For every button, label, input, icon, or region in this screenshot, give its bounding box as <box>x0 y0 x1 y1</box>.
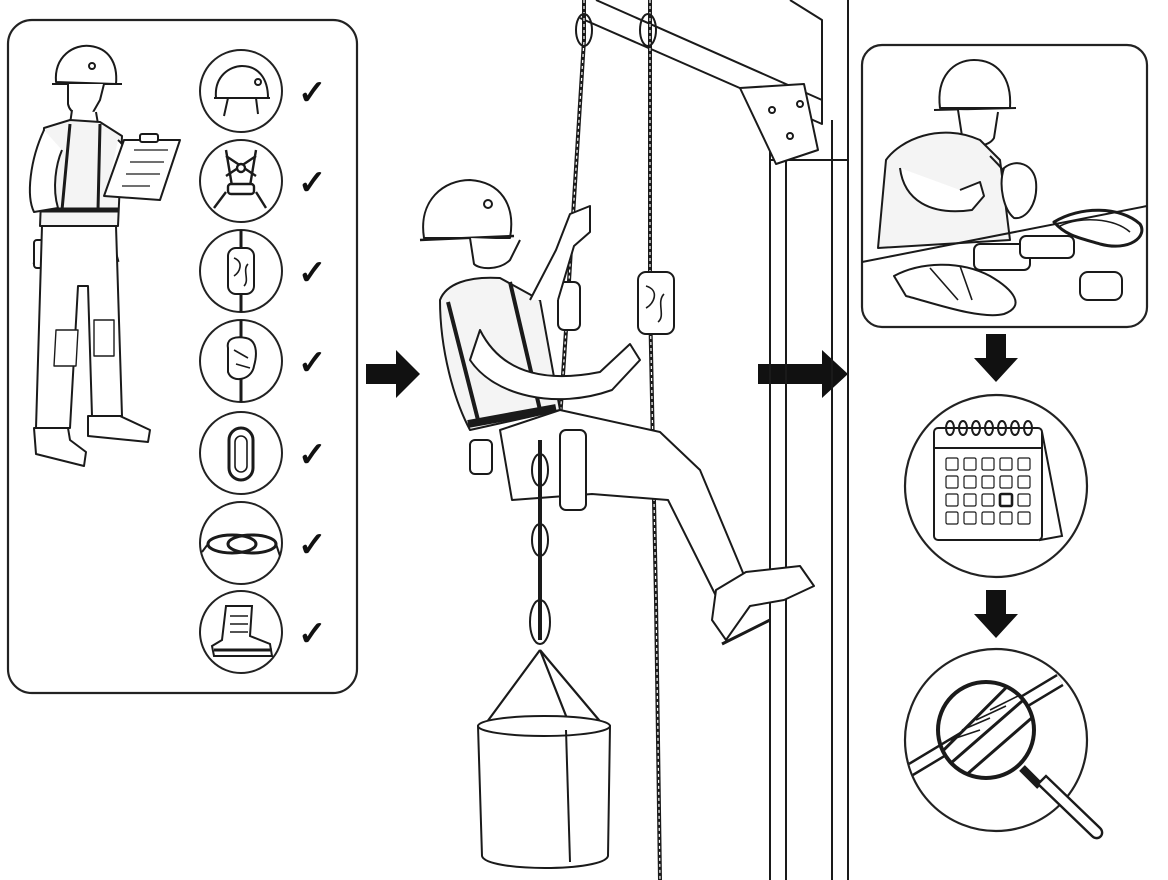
arrow-down-icon <box>974 334 1018 382</box>
calendar-day-cell <box>945 457 959 471</box>
checklist-item-harness: ✓ <box>199 139 327 223</box>
calendar-ring <box>971 420 981 436</box>
working-rope <box>558 0 586 421</box>
tool-bag <box>477 649 611 869</box>
inspection-panel <box>860 43 1149 840</box>
calendar-day-cell <box>963 457 977 471</box>
check-mark: ✓ <box>298 526 327 564</box>
calendar-rings <box>945 420 1033 436</box>
calendar-grid <box>945 457 1031 525</box>
harness-icon <box>213 149 268 209</box>
calendar-day-cell <box>981 475 995 489</box>
inspection-schedule-step <box>903 393 1089 579</box>
checklist-item-descender: ✓ <box>199 319 327 403</box>
calendar-ring <box>997 420 1007 436</box>
carabiner-icon <box>227 426 255 482</box>
flow-arrow-1 <box>366 350 420 398</box>
calendar-day-cell <box>981 511 995 525</box>
calendar-day-cell <box>981 457 995 471</box>
rope-access-worker <box>419 179 815 646</box>
calendar-day-cell <box>945 475 959 489</box>
check-mark: ✓ <box>298 254 327 292</box>
rope-access-scene <box>419 0 849 880</box>
calendar-day-cell <box>981 493 995 507</box>
calendar-day-cell <box>945 493 959 507</box>
calendar-ring <box>1010 420 1020 436</box>
arrow-right-icon <box>366 350 420 398</box>
calendar-day-cell <box>945 511 959 525</box>
coiled-rope-icon <box>201 533 281 557</box>
anchor-beam <box>579 0 823 165</box>
calendar-day-cell <box>1017 475 1031 489</box>
checklist-item-carabiner: ✓ <box>199 411 327 495</box>
rope-grab-icon <box>227 230 255 312</box>
check-mark: ✓ <box>298 615 327 653</box>
checklist-item-rope: ✓ <box>199 501 327 585</box>
calendar-day-cell <box>963 511 977 525</box>
helmet-icon <box>214 64 270 117</box>
calendar-day-cell <box>1017 511 1031 525</box>
checklist-item-helmet: ✓ <box>199 49 327 133</box>
boot-icon <box>210 605 274 657</box>
calendar-day-cell <box>998 492 1014 508</box>
calendar-day-cell <box>963 493 977 507</box>
calendar-day-cell <box>1017 457 1031 471</box>
equipment-check-panel: ✓ ✓ <box>6 18 359 695</box>
calendar-ring <box>958 420 968 436</box>
calendar-ring <box>1023 420 1033 436</box>
worker-with-clipboard <box>28 44 181 467</box>
worker-inspecting-equipment <box>861 59 1148 317</box>
check-mark: ✓ <box>298 164 327 202</box>
arrow-down-icon <box>974 590 1018 638</box>
calendar-ring <box>945 420 955 436</box>
flow-arrow-2 <box>758 350 848 398</box>
calendar-ring <box>984 420 994 436</box>
calendar-day-cell <box>999 457 1013 471</box>
check-mark: ✓ <box>298 436 327 474</box>
flow-arrow-4 <box>974 590 1018 638</box>
checklist-item-rope-grab: ✓ <box>199 229 327 313</box>
equipment-checklist: ✓ ✓ <box>199 49 327 674</box>
calendar-day-cell <box>999 511 1013 525</box>
rope-inspection-step <box>903 647 1104 840</box>
arrow-right-icon <box>758 350 848 398</box>
calendar-day-cell <box>1017 493 1031 507</box>
descender-icon <box>226 320 257 402</box>
check-mark: ✓ <box>298 344 327 382</box>
calendar-day-cell <box>999 475 1013 489</box>
check-mark: ✓ <box>298 74 327 112</box>
flow-arrow-3 <box>974 334 1018 382</box>
checklist-item-boots: ✓ <box>199 590 327 674</box>
rope-grab-device <box>637 271 675 335</box>
calendar-day-cell <box>963 475 977 489</box>
